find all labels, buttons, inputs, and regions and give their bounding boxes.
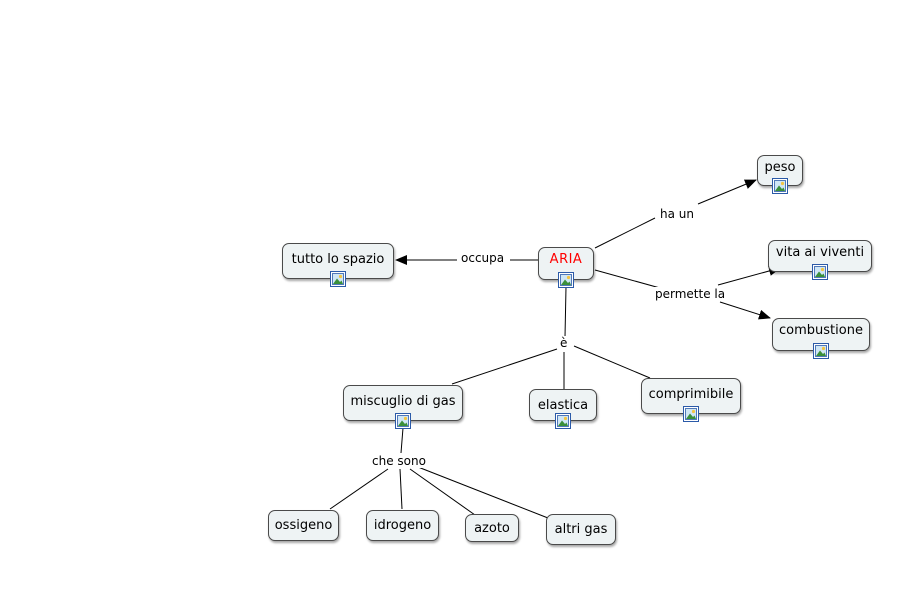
concept-tutto-lo-spazio[interactable]: tutto lo spazio (282, 243, 394, 287)
concept-label: altri gas (554, 522, 608, 537)
link-label-che-sono: che sono (370, 454, 428, 468)
concept-idrogeno[interactable]: idrogeno (366, 510, 439, 541)
link-label-occupa: occupa (459, 251, 507, 265)
concept-label: combustione (779, 323, 863, 338)
image-icon[interactable] (395, 413, 411, 429)
image-icon[interactable] (683, 406, 699, 422)
link-label-e: è (558, 336, 570, 350)
image-icon[interactable] (558, 272, 574, 288)
arrow-permette-vita (717, 266, 781, 286)
link-label-ha-un: ha un (658, 207, 696, 221)
image-icon[interactable] (772, 178, 788, 194)
line-miscuglio-che-sono (400, 427, 404, 454)
concept-comprimibile[interactable]: comprimibile (641, 378, 741, 422)
concept-combustione[interactable]: combustione (772, 318, 870, 359)
line-che-sono-altri-gas (417, 466, 549, 519)
concept-label: vita ai viventi (775, 245, 865, 260)
concept-label: miscuglio di gas (350, 394, 456, 409)
line-aria-permette-la (594, 269, 661, 289)
line-che-sono-idrogeno (399, 468, 403, 510)
concept-altri-gas[interactable]: altri gas (546, 514, 616, 545)
line-aria-e (564, 286, 567, 338)
image-icon[interactable] (330, 271, 346, 287)
concept-label: peso (764, 160, 796, 175)
concept-label: azoto (474, 521, 510, 536)
concept-label: ossigeno (274, 518, 333, 533)
line-che-sono-azoto (409, 468, 476, 516)
image-icon[interactable] (813, 343, 829, 359)
concept-miscuglio-di-gas[interactable]: miscuglio di gas (343, 385, 463, 429)
concept-label: elastica (537, 398, 589, 413)
concept-ossigeno[interactable]: ossigeno (268, 510, 339, 541)
concept-label: ARIA (549, 252, 583, 267)
link-label-permette-la: permette la (653, 287, 728, 301)
concept-peso[interactable]: peso (757, 155, 803, 194)
concept-label: idrogeno (373, 518, 432, 533)
image-icon[interactable] (555, 413, 571, 429)
concept-elastica[interactable]: elastica (529, 389, 597, 429)
concept-aria[interactable]: ARIA (538, 247, 594, 288)
concept-azoto[interactable]: azoto (465, 514, 519, 542)
concept-label: tutto lo spazio (291, 252, 385, 267)
line-aria-ha-un (594, 217, 656, 249)
line-e-comprimibile (573, 345, 651, 379)
line-che-sono-ossigeno (329, 468, 389, 510)
arrow-ha-un-peso (697, 179, 757, 205)
arrow-permette-combustione (719, 301, 771, 320)
image-icon[interactable] (812, 264, 828, 280)
line-e-miscuglio (451, 348, 558, 385)
concept-vita-ai-viventi[interactable]: vita ai viventi (768, 240, 872, 280)
concept-label: comprimibile (648, 387, 734, 402)
